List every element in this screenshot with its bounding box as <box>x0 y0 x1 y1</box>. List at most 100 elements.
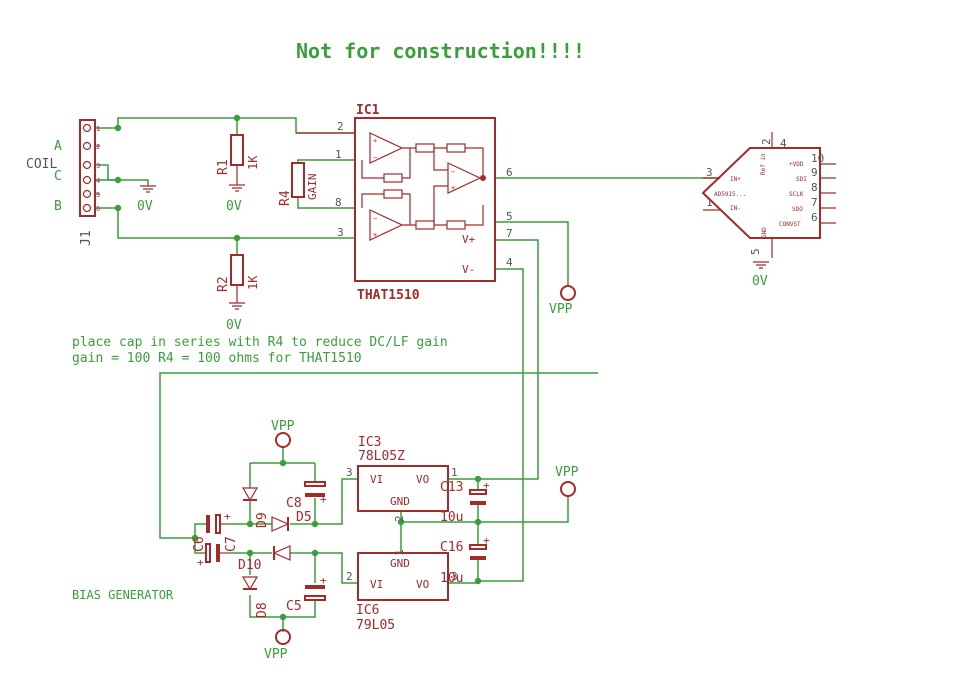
capacitor-c7: + C7 <box>197 536 239 569</box>
coil-pin-b: B <box>54 199 62 214</box>
adc-ref-in: Ref in <box>760 153 767 175</box>
resistor-r1: R1 1K <box>216 134 260 185</box>
adc-pin-6: 6 <box>811 211 818 224</box>
ic3-part: 78L05Z <box>358 449 405 464</box>
r4-value: GAIN <box>306 174 319 201</box>
ic3-pin-2: 2 <box>393 515 406 522</box>
c6-name: C6 <box>192 536 207 552</box>
ic6-vo: VO <box>416 578 429 591</box>
adc-pin-4: 4 <box>780 137 787 150</box>
adc-pin-8: 8 <box>811 181 818 194</box>
c13-name: C13 <box>440 480 463 495</box>
ic1-pin-3: 3 <box>337 226 344 239</box>
vpp-label-top: VPP <box>271 419 295 434</box>
d9-name: D9 <box>255 512 270 528</box>
j1-pin-3: 3 <box>96 162 100 170</box>
ic3-name: IC3 <box>358 435 381 450</box>
c8-plus: + <box>320 493 327 506</box>
c5-plus: + <box>320 574 327 587</box>
adc-chip: 3 1 IN+ IN- AD5915... 2 Ref in GND 5 +VD… <box>701 132 836 258</box>
ic1-name: IC1 <box>356 103 380 118</box>
c13-value: 10u <box>440 510 463 525</box>
adc-convst: CONVST <box>779 221 801 228</box>
j1-pin-5: 5 <box>96 191 100 199</box>
r2-name: R2 <box>216 276 231 292</box>
ic6-part: 79L05 <box>356 618 395 633</box>
ic1-pin-1: 1 <box>335 148 342 161</box>
bias-generator-label: BIAS GENERATOR <box>72 588 174 602</box>
svg-text:+: + <box>451 184 455 192</box>
ic6-vi: VI <box>370 578 383 591</box>
ic3-vo: VO <box>416 473 429 486</box>
vpp-symbol-right: VPP <box>555 465 579 497</box>
j1-pin-1: 1 <box>96 125 100 133</box>
ic1-pin-4: 4 <box>506 256 513 269</box>
ic6-pin-2: 2 <box>346 570 353 583</box>
ic1-that1510: IC1 THAT1510 + − − + − + 2 1 8 3 6 5 7 4… <box>296 103 513 303</box>
c16-value: 10u <box>440 571 463 586</box>
vpp-label-right: VPP <box>555 465 579 480</box>
j1-pin-6: 6 <box>96 205 100 213</box>
svg-text:+: + <box>373 137 377 145</box>
ic1-vminus-label: V- <box>462 263 475 276</box>
adc-pin-5: 5 <box>749 248 762 255</box>
c16-plus: + <box>483 534 490 547</box>
svg-text:+: + <box>373 231 377 239</box>
adc-sclk: SCLK <box>789 191 804 198</box>
c6-plus: + <box>224 510 231 523</box>
c13-plus: + <box>483 479 490 492</box>
adc-pin-10: 10 <box>811 152 824 165</box>
svg-text:−: − <box>373 215 377 223</box>
adc-in-minus: IN- <box>730 205 741 212</box>
gnd-label-adc: 0V <box>752 274 768 289</box>
resistor-r4: R4 GAIN <box>278 162 319 206</box>
capacitor-c6: + C6 <box>192 510 231 552</box>
ic1-part: THAT1510 <box>357 288 420 303</box>
adc-sdi: SDI <box>796 176 807 183</box>
r4-name: R4 <box>278 190 293 206</box>
coil-pin-a: A <box>54 139 62 154</box>
ic1-pin-2: 2 <box>337 120 344 133</box>
ic6-regulator: IC6 79L05 VI VO GND 2 3 1 <box>346 549 458 633</box>
r2-value: 1K <box>246 275 260 290</box>
svg-text:−: − <box>451 168 455 176</box>
note-line-2: gain = 100 R4 = 100 ohms for THAT1510 <box>72 351 362 366</box>
adc-sdo: SDO <box>792 206 803 213</box>
diode-d9: D9 <box>241 487 270 528</box>
adc-in-plus: IN+ <box>730 176 741 183</box>
diode-d8: D8 <box>241 576 270 618</box>
gnd-label-j1: 0V <box>137 199 153 214</box>
adc-pin-1: 1 <box>706 196 713 209</box>
ic6-gnd: GND <box>390 557 410 570</box>
ic1-pin-5: 5 <box>506 210 513 223</box>
ic1-vplus-label: V+ <box>462 233 476 246</box>
capacitor-c16: + C16 10u <box>440 534 490 586</box>
adc-pin-9: 9 <box>811 166 818 179</box>
junctions <box>114 114 482 621</box>
vpp-symbol-ic1: VPP <box>549 285 576 317</box>
diode-d10: D10 <box>238 545 291 573</box>
connector-j1: 1 2 3 4 5 6 A COIL C B J1 <box>26 119 100 246</box>
vpp-symbol-bottom: VPP <box>264 629 291 662</box>
adc-vdd: +VDD <box>789 161 804 168</box>
vpp-label-bottom: VPP <box>264 647 288 662</box>
ic6-pin-3: 3 <box>451 570 458 583</box>
adc-part: AD5915... <box>714 191 747 198</box>
ic6-name: IC6 <box>356 603 379 618</box>
j1-label: J1 <box>79 230 94 246</box>
gnd-label-r2: 0V <box>226 318 242 333</box>
diode-d5: D5 <box>271 510 312 532</box>
ic1-pin-6: 6 <box>506 166 513 179</box>
d5-name: D5 <box>296 510 312 525</box>
ic3-pin-1: 1 <box>451 466 458 479</box>
c16-name: C16 <box>440 540 463 555</box>
c7-plus: + <box>197 556 204 569</box>
r1-value: 1K <box>246 155 260 170</box>
c7-name: C7 <box>224 536 239 552</box>
adc-pin-2: 2 <box>760 138 773 145</box>
title: Not for construction!!!! <box>296 39 585 63</box>
ic3-regulator: IC3 78L05Z VI VO GND 3 1 2 <box>346 435 458 522</box>
adc-pin-3: 3 <box>706 166 713 179</box>
gnd-label-r1: 0V <box>226 199 242 214</box>
ic3-gnd: GND <box>390 495 410 508</box>
